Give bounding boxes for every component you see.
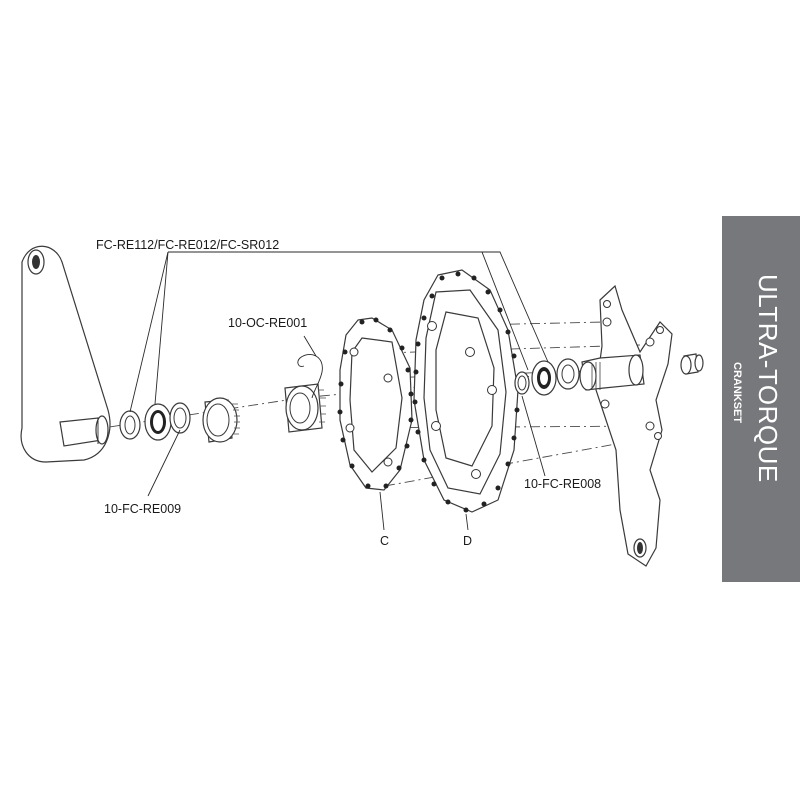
crank-bolt xyxy=(680,353,704,375)
left-bearing-group xyxy=(119,402,191,441)
label-circlip: 10-OC-RE001 xyxy=(228,316,307,330)
chainring-large xyxy=(412,269,520,513)
left-bearing-cup xyxy=(202,397,240,443)
panel-subtitle: CRANKSET xyxy=(731,362,743,424)
label-washer-left: 10-FC-RE009 xyxy=(104,502,181,516)
label-washer-right: 10-FC-RE008 xyxy=(524,477,601,491)
panel-title: ULTRA-TORQUE xyxy=(753,274,783,483)
label-bearing-group: FC-RE112/FC-RE012/FC-SR012 xyxy=(96,238,279,252)
label-chainring-small: C xyxy=(380,534,389,548)
right-crank-arm xyxy=(579,284,673,567)
label-chainring-large: D xyxy=(463,534,472,548)
leader-lines xyxy=(129,251,549,531)
right-bearing-group xyxy=(514,358,580,396)
right-bearing-cup xyxy=(284,383,326,433)
chainring-small xyxy=(337,317,414,491)
side-panel: ULTRA-TORQUE CRANKSET xyxy=(722,216,800,582)
circlip xyxy=(297,354,323,399)
left-crank-arm xyxy=(20,245,111,463)
